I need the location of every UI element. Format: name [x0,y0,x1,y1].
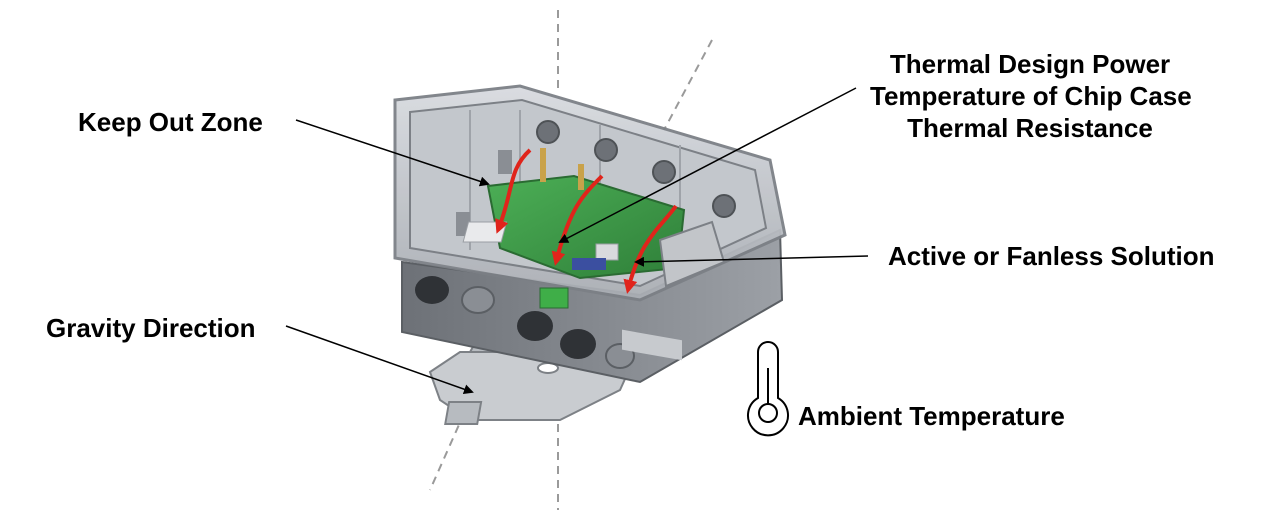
active-or-fanless-label: Active or Fanless Solution [888,241,1215,271]
leader-gravity [285,325,474,395]
leader-lines [285,87,869,395]
gravity-direction-label: Gravity Direction [46,313,256,343]
leader-active [634,255,869,267]
side-module [658,220,726,288]
thermometer-icon [747,341,789,437]
pcb-board [462,148,686,361]
leader-thermal [558,87,857,243]
thermal-resistance-label: Thermal Resistance [907,113,1153,143]
thermal-design-power-label: Thermal Design Power [889,49,1171,79]
leader-keep-out [295,119,490,187]
airflow-arrows [495,148,678,294]
ambient-temperature-label: Ambient Temperature [798,401,1065,431]
chip-case-temperature-label: Temperature of Chip Case [870,81,1192,111]
thermal-parameters-label: Thermal Design Power Temperature of Chip… [870,48,1192,144]
keep-out-zone-label: Keep Out Zone [78,107,263,137]
